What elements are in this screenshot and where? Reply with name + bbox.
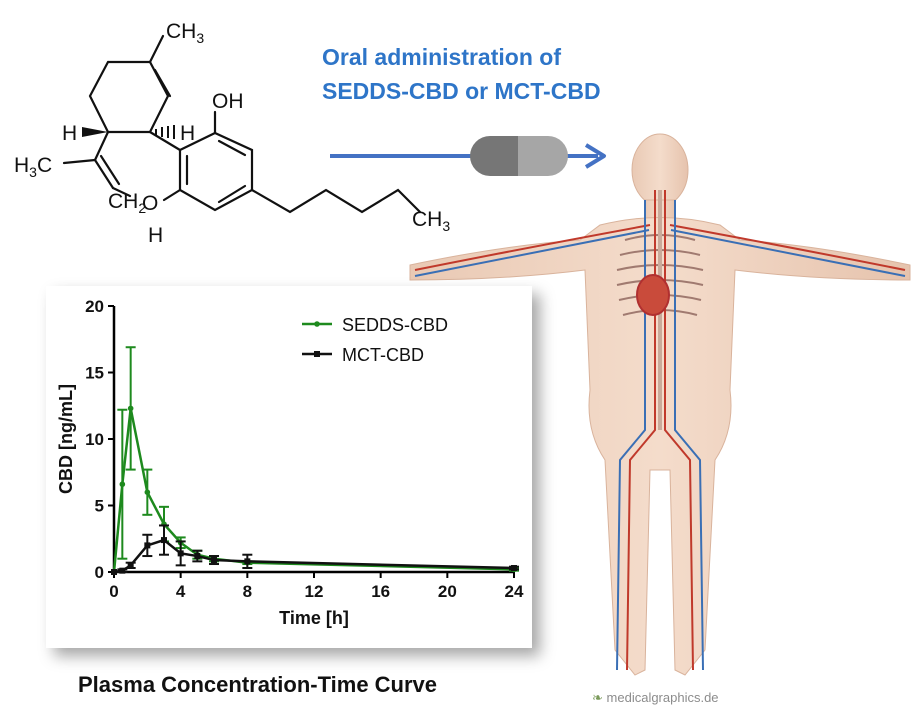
y-tick-label: 15 [85, 364, 104, 383]
blood-vessels [414, 190, 906, 671]
x-axis-label: Time [h] [279, 608, 349, 628]
label-h3c: H3C [14, 154, 52, 180]
y-tick-label: 0 [95, 563, 104, 582]
data-point [244, 558, 251, 565]
data-point [127, 562, 134, 569]
label-oh-top: OH [212, 90, 244, 113]
data-point [211, 557, 217, 564]
legend: SEDDS-CBD MCT-CBD [302, 315, 448, 365]
hashed-bond-right [155, 125, 175, 139]
watermark-text: medicalgraphics.de [606, 690, 719, 705]
x-tick-label: 16 [371, 582, 390, 601]
y-tick-label: 5 [95, 497, 104, 516]
legend-marker [314, 351, 320, 357]
x-tick-label: 24 [505, 582, 524, 601]
x-tick-label: 12 [305, 582, 324, 601]
watermark-medicalgraphics: ❧ medicalgraphics.de [592, 690, 719, 706]
headline-line-2: SEDDS-CBD or MCT-CBD [322, 78, 601, 104]
administration-arrow [330, 136, 606, 176]
label-oh-bottom-h: H [148, 224, 163, 247]
label-oh-bottom-o: O [142, 192, 158, 215]
cbd-molecule-structure: CH3 H H OH H3C CH2 O H CH3 [14, 20, 450, 247]
x-tick-label: 0 [109, 582, 118, 601]
label-ch2: CH2 [108, 190, 146, 216]
data-point [111, 569, 117, 575]
data-point [161, 537, 167, 544]
headline: Oral administration of SEDDS-CBD or MCT-… [322, 40, 601, 108]
series-sedds-cbd [111, 346, 519, 575]
data-point [177, 550, 184, 557]
data-point [511, 565, 517, 572]
x-tick-label: 20 [438, 582, 457, 601]
legend-marker [314, 321, 320, 327]
y-tick-label: 20 [85, 297, 104, 316]
label-ch3-tail: CH3 [412, 208, 450, 234]
data-point [144, 542, 151, 549]
human-body-illustration [409, 133, 911, 676]
series-line [113, 538, 515, 574]
data-point [127, 405, 134, 412]
x-tick-label: 8 [243, 582, 252, 601]
y-tick-label: 10 [85, 430, 104, 449]
data-point [119, 567, 126, 574]
molecule-bonds [62, 34, 422, 214]
x-tick-label: 4 [176, 582, 186, 601]
label-ch3-top: CH3 [166, 20, 204, 46]
wedge-bond-left [82, 127, 108, 137]
capsule-icon [470, 136, 568, 176]
label-h-right: H [180, 122, 195, 145]
y-axis-label: CBD [ng/mL] [56, 384, 76, 494]
data-point [119, 481, 126, 488]
chart-caption: Plasma Concentration-Time Curve [78, 672, 438, 697]
data-point [144, 489, 151, 495]
arrow-head [584, 143, 606, 169]
data-point [194, 553, 201, 560]
legend-label: MCT-CBD [342, 345, 424, 365]
legend-label: SEDDS-CBD [342, 315, 448, 335]
series-mct-cbd [111, 524, 519, 575]
label-h-left: H [62, 122, 77, 145]
headline-line-1: Oral administration of [322, 44, 561, 70]
watermark-logo-icon: ❧ [592, 690, 603, 705]
